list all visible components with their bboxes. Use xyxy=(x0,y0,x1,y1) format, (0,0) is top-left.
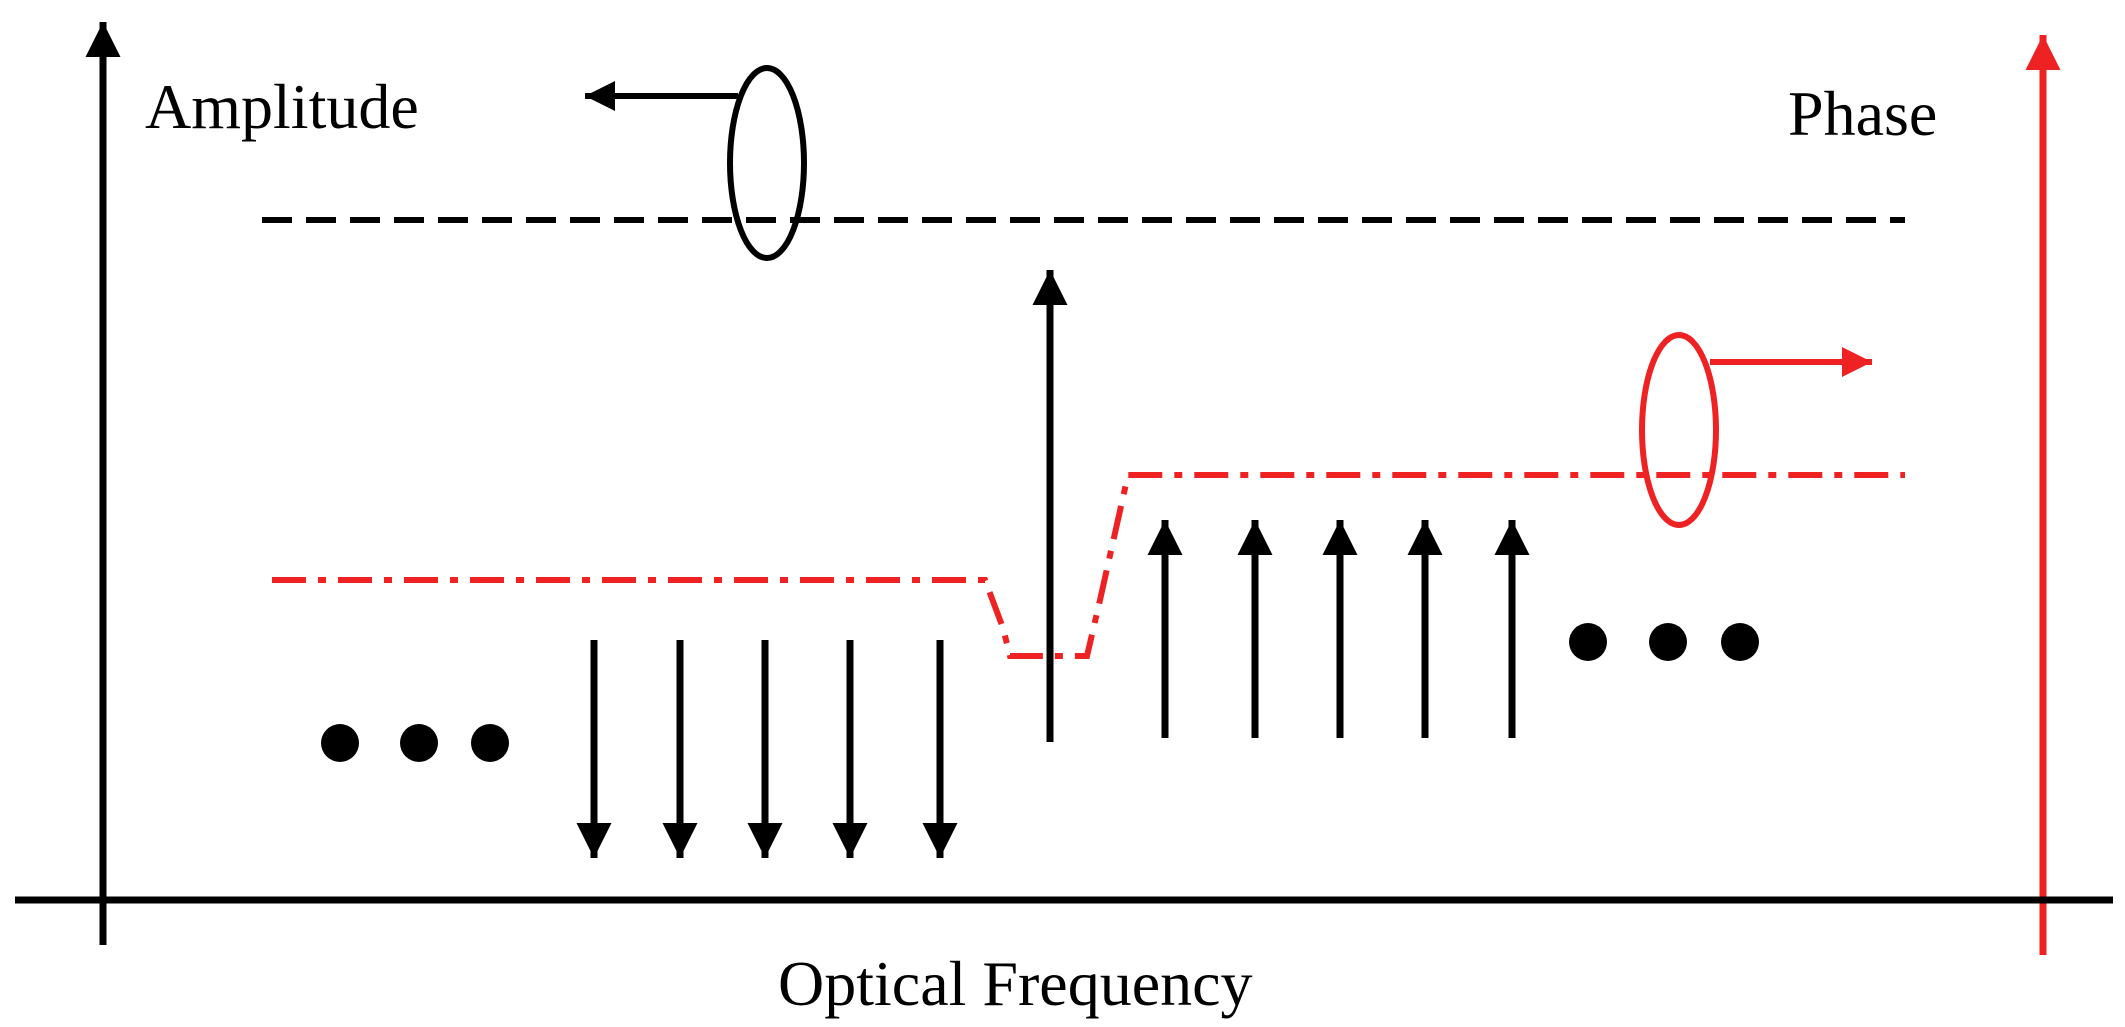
right-ellipsis-dots xyxy=(1569,623,1759,661)
dot xyxy=(471,724,509,762)
phase-label: Phase xyxy=(1788,78,1937,149)
amplitude-indicator-ellipse xyxy=(727,65,807,261)
left-ellipsis-dots xyxy=(321,724,509,762)
lower-sideband-arrows xyxy=(576,640,958,858)
optical-frequency-label: Optical Frequency xyxy=(778,948,1253,1019)
dot xyxy=(1569,623,1607,661)
phase-indicator-ellipse xyxy=(1639,332,1719,528)
amplitude-label: Amplitude xyxy=(145,71,419,142)
upper-sideband-arrows xyxy=(1147,520,1530,738)
dot xyxy=(1649,623,1687,661)
dot xyxy=(1721,623,1759,661)
dot xyxy=(321,724,359,762)
dot xyxy=(400,724,438,762)
